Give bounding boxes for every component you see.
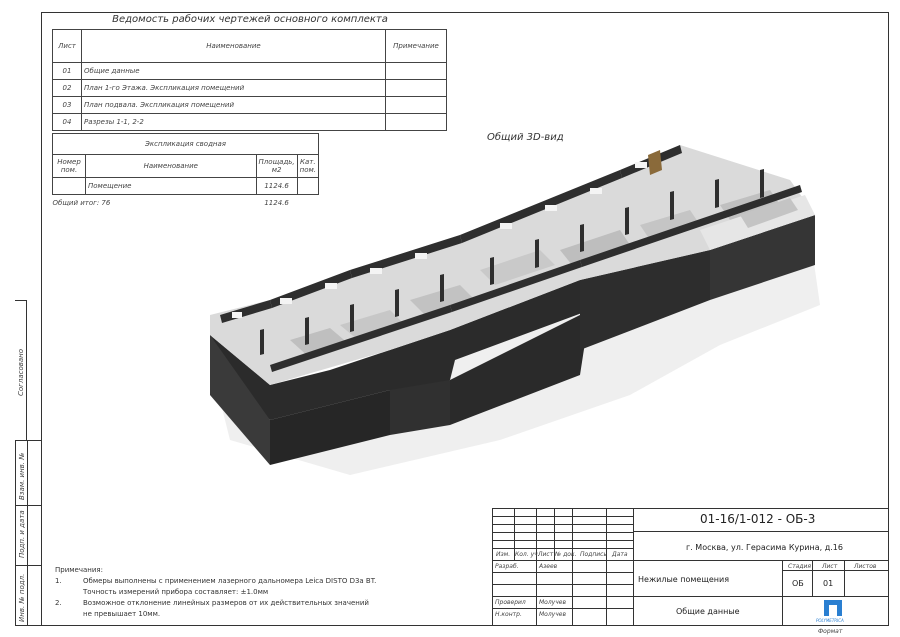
role-proveril: Проверил: [495, 599, 526, 606]
sheet-name: Общие данные: [676, 607, 740, 616]
room-floor: [340, 310, 405, 340]
inv-zam-label: Взам. инв. №: [18, 452, 26, 500]
role-razrab: Разраб.: [495, 563, 519, 570]
row-name: План 1-го Этажа. Экспликация помещений: [81, 79, 386, 97]
col-izm: Изм.: [496, 551, 511, 558]
door: [648, 150, 662, 175]
side-strip: Согласовано Взам. инв. № Подп. и дата Ин…: [15, 300, 41, 626]
col-ndok: № док.: [555, 551, 577, 558]
table-row: Помещение 1124.6: [52, 177, 320, 195]
row-name: Разрезы 1-1, 2-2: [81, 113, 386, 131]
note-item: не превышает 10мм.: [55, 609, 376, 620]
name-razrab: Азеев: [539, 563, 558, 570]
role-nkontr: Н.контр.: [495, 611, 522, 618]
polymetrica-logo-icon: [824, 600, 842, 616]
header-note: Примечание: [385, 29, 447, 63]
col-kol: Кол. уч.: [515, 551, 540, 558]
inv-podl-label: Инв. № подл.: [18, 573, 26, 622]
format-label: Формат: [818, 628, 843, 635]
sheets-header: Листов: [854, 563, 877, 570]
note-text: Возможное отклонение линейных размеров о…: [83, 599, 369, 607]
row-list: 02: [52, 79, 82, 97]
note-item: 1. Обмеры выполнены с применением лазерно…: [55, 576, 376, 587]
wall-step: [390, 380, 450, 435]
stage-value: ОБ: [792, 579, 804, 588]
drawing-code: 01-16/1-012 - ОБ-3: [700, 512, 816, 526]
row-list: 01: [52, 62, 82, 80]
note-item: 2. Возможное отклонение линейных размеров…: [55, 598, 376, 609]
sheet-header: Лист: [822, 563, 838, 570]
row-note: [385, 79, 447, 97]
side-stamp: [15, 440, 41, 626]
name-nkontr: Молучев: [539, 611, 567, 618]
side-line: [15, 565, 41, 566]
row-list: 03: [52, 96, 82, 114]
wall-mid: [450, 310, 590, 425]
col-podp: Подпись: [580, 551, 607, 558]
agreed-cell: [15, 300, 27, 440]
row-note: [385, 113, 447, 131]
windows: [232, 162, 647, 318]
vedomost-title: Ведомость рабочих чертежей основного ком…: [112, 14, 388, 25]
row-num: [52, 177, 86, 195]
table-row: 01 Общие данные: [52, 62, 447, 80]
row-list: 04: [52, 113, 82, 131]
table-row: 03 План подвала. Экспликация помещений: [52, 96, 447, 114]
drawing-frame: [41, 12, 889, 626]
side-divider: [27, 440, 28, 626]
view-label: Общий 3D-вид: [487, 132, 564, 143]
address: г. Москва, ул. Герасима Курина, д.16: [686, 543, 843, 552]
building-3d-view: [210, 145, 820, 475]
name-proveril: Молучев: [539, 599, 567, 606]
total-area: 1124.6: [264, 199, 289, 207]
object-name: Нежилые помещения: [638, 575, 730, 584]
row-note: [385, 96, 447, 114]
wall-south-lower: [270, 390, 390, 465]
table-row: 04 Разрезы 1-1, 2-2: [52, 113, 447, 131]
room-floor: [560, 230, 630, 265]
col-data: Дата: [612, 551, 628, 558]
stage-header: Стадия: [788, 563, 812, 570]
room-floor: [640, 210, 700, 240]
wall-far-east: [710, 215, 815, 300]
header-name: Наименование: [81, 29, 386, 63]
note-item: Точность измерений прибора составляет: ±…: [55, 587, 376, 598]
notes-block: Примечания: 1. Обмеры выполнены с примене…: [55, 565, 376, 620]
table-row: 02 План 1-го Этажа. Экспликация помещени…: [52, 79, 447, 97]
row-note: [385, 62, 447, 80]
note-text: не превышает 10мм.: [83, 610, 161, 618]
podp-data-label: Подп. и дата: [18, 510, 26, 558]
note-text: Обмеры выполнены с применением лазерного…: [83, 577, 377, 585]
header-num: Номер пом.: [52, 154, 86, 178]
side-line: [15, 505, 41, 506]
row-cat: [296, 177, 320, 195]
vedomost-table: Лист Наименование Примечание 01 Общие да…: [52, 29, 447, 131]
room-floor: [740, 198, 798, 228]
header-list: Лист: [52, 29, 82, 63]
row-name: Общие данные: [81, 62, 386, 80]
agreed-label: Согласовано: [17, 348, 25, 396]
wall-south: [210, 280, 590, 420]
wall-east-wing: [580, 250, 710, 350]
header-name: Наименование: [85, 154, 257, 178]
row-area: 1124.6: [255, 177, 298, 195]
notes-title: Примечания:: [55, 566, 103, 574]
total-label: Общий итог: 76: [52, 199, 111, 207]
title-block: Изм. Кол. уч. Лист № док. Подпись Дата Р…: [492, 508, 889, 626]
sheet-value: 01: [823, 579, 834, 588]
col-list: Лист: [538, 551, 554, 558]
row-name: План подвала. Экспликация помещений: [81, 96, 386, 114]
note-num: 1.: [55, 577, 62, 585]
note-text: Точность измерений прибора составляет: ±…: [83, 588, 269, 596]
interior-walls: [220, 145, 802, 372]
logo-text: POLYMETRICA: [816, 618, 844, 623]
note-num: 2.: [55, 599, 62, 607]
total-row: Общий итог: 76 1124.6: [53, 195, 319, 212]
explication-table: Экспликация сводная Номер пом. Наименова…: [52, 133, 320, 212]
wall-west: [210, 335, 270, 465]
